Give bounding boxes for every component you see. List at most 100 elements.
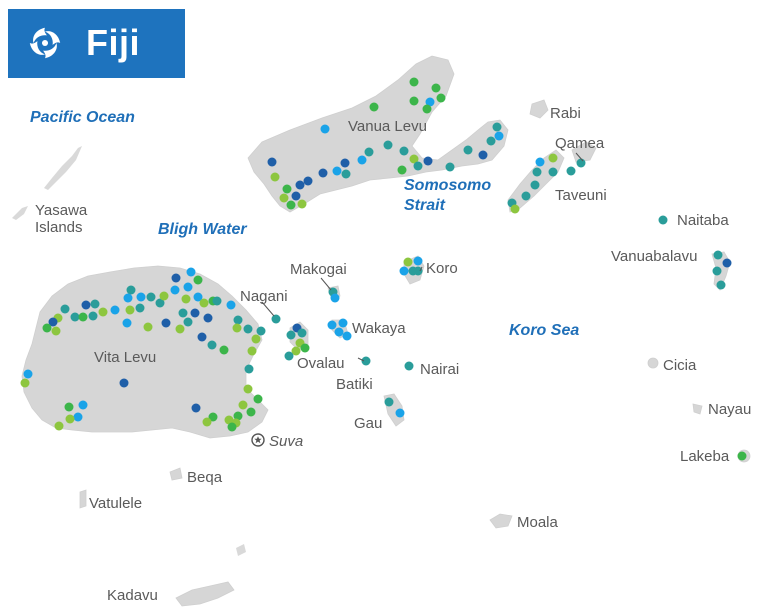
site-marker[interactable]: [161, 318, 171, 328]
site-marker[interactable]: [253, 394, 263, 404]
site-marker[interactable]: [330, 293, 340, 303]
site-marker[interactable]: [243, 324, 253, 334]
site-marker[interactable]: [284, 351, 294, 361]
site-marker[interactable]: [178, 308, 188, 318]
site-marker[interactable]: [286, 200, 296, 210]
site-marker[interactable]: [399, 146, 409, 156]
site-marker[interactable]: [530, 180, 540, 190]
site-marker[interactable]: [303, 176, 313, 186]
site-marker[interactable]: [183, 317, 193, 327]
site-marker[interactable]: [492, 122, 502, 132]
site-marker[interactable]: [297, 199, 307, 209]
site-marker[interactable]: [65, 414, 75, 424]
site-marker[interactable]: [291, 191, 301, 201]
site-marker[interactable]: [332, 166, 342, 176]
site-marker[interactable]: [279, 193, 289, 203]
site-marker[interactable]: [548, 153, 558, 163]
site-marker[interactable]: [191, 403, 201, 413]
site-marker[interactable]: [123, 293, 133, 303]
site-marker[interactable]: [357, 155, 367, 165]
site-marker[interactable]: [300, 343, 310, 353]
site-marker[interactable]: [383, 140, 393, 150]
site-marker[interactable]: [494, 131, 504, 141]
site-marker[interactable]: [203, 313, 213, 323]
site-marker[interactable]: [110, 305, 120, 315]
site-marker[interactable]: [282, 184, 292, 194]
site-marker[interactable]: [186, 267, 196, 277]
site-marker[interactable]: [486, 136, 496, 146]
site-marker[interactable]: [334, 327, 344, 337]
site-marker[interactable]: [54, 421, 64, 431]
site-marker[interactable]: [212, 296, 222, 306]
site-marker[interactable]: [232, 323, 242, 333]
site-marker[interactable]: [88, 311, 98, 321]
site-marker[interactable]: [136, 292, 146, 302]
site-marker[interactable]: [90, 299, 100, 309]
site-marker[interactable]: [143, 322, 153, 332]
site-marker[interactable]: [361, 356, 371, 366]
site-marker[interactable]: [342, 331, 352, 341]
site-marker[interactable]: [233, 411, 243, 421]
site-marker[interactable]: [413, 256, 423, 266]
site-marker[interactable]: [267, 157, 277, 167]
site-marker[interactable]: [175, 324, 185, 334]
site-marker[interactable]: [193, 275, 203, 285]
site-marker[interactable]: [183, 282, 193, 292]
site-marker[interactable]: [576, 158, 586, 168]
site-marker[interactable]: [422, 104, 432, 114]
site-marker[interactable]: [295, 180, 305, 190]
site-marker[interactable]: [404, 361, 414, 371]
site-marker[interactable]: [233, 315, 243, 325]
site-marker[interactable]: [384, 397, 394, 407]
site-marker[interactable]: [369, 102, 379, 112]
site-marker[interactable]: [190, 308, 200, 318]
site-marker[interactable]: [226, 300, 236, 310]
site-marker[interactable]: [247, 346, 257, 356]
site-marker[interactable]: [291, 346, 301, 356]
site-marker[interactable]: [395, 408, 405, 418]
site-marker[interactable]: [409, 77, 419, 87]
site-marker[interactable]: [364, 147, 374, 157]
site-marker[interactable]: [320, 124, 330, 134]
site-marker[interactable]: [286, 330, 296, 340]
site-marker[interactable]: [425, 97, 435, 107]
site-marker[interactable]: [199, 298, 209, 308]
site-marker[interactable]: [548, 167, 558, 177]
site-marker[interactable]: [246, 407, 256, 417]
site-marker[interactable]: [327, 320, 337, 330]
site-marker[interactable]: [181, 294, 191, 304]
site-marker[interactable]: [135, 303, 145, 313]
site-marker[interactable]: [463, 145, 473, 155]
site-marker[interactable]: [73, 412, 83, 422]
site-marker[interactable]: [737, 451, 747, 461]
site-marker[interactable]: [126, 285, 136, 295]
site-marker[interactable]: [146, 292, 156, 302]
site-marker[interactable]: [521, 191, 531, 201]
site-marker[interactable]: [155, 298, 165, 308]
site-marker[interactable]: [202, 417, 212, 427]
site-marker[interactable]: [716, 280, 726, 290]
site-marker[interactable]: [170, 285, 180, 295]
site-marker[interactable]: [397, 165, 407, 175]
site-marker[interactable]: [399, 266, 409, 276]
site-marker[interactable]: [98, 307, 108, 317]
site-marker[interactable]: [60, 304, 70, 314]
site-marker[interactable]: [423, 156, 433, 166]
site-marker[interactable]: [243, 384, 253, 394]
site-marker[interactable]: [23, 369, 33, 379]
site-marker[interactable]: [722, 258, 732, 268]
site-marker[interactable]: [42, 323, 52, 333]
site-marker[interactable]: [341, 169, 351, 179]
site-marker[interactable]: [270, 172, 280, 182]
site-marker[interactable]: [256, 326, 266, 336]
site-marker[interactable]: [219, 345, 229, 355]
site-marker[interactable]: [413, 266, 423, 276]
site-marker[interactable]: [403, 257, 413, 267]
site-marker[interactable]: [122, 318, 132, 328]
site-marker[interactable]: [78, 312, 88, 322]
site-marker[interactable]: [271, 314, 281, 324]
site-marker[interactable]: [197, 332, 207, 342]
site-marker[interactable]: [78, 400, 88, 410]
site-marker[interactable]: [478, 150, 488, 160]
site-marker[interactable]: [70, 312, 80, 322]
